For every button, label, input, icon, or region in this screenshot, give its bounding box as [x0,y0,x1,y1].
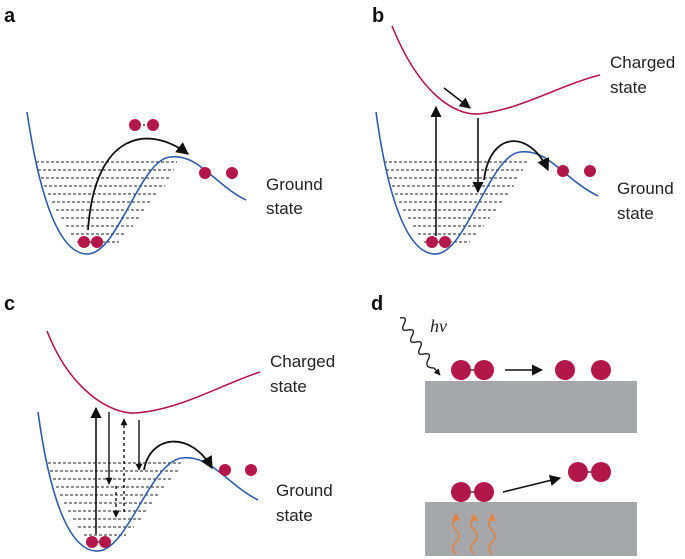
panel-d-surface-top [425,381,637,433]
panel-a-ground-label-1: Ground [266,175,323,194]
panel-d-photon-wave [399,316,441,376]
panel-c: c Charged state [4,293,335,552]
panel-a-ground-curve [26,111,247,255]
panel-b-charged-label-1: Charged [610,53,675,72]
panel-b-ground-label-1: Ground [617,179,674,198]
panel-a-dissociated-atoms [199,167,238,179]
panel-d-atoms-top [555,360,611,380]
panel-d-heat-arrows [452,513,496,555]
panel-c-energy-levels [48,462,183,536]
panel-b-charged-curve [391,25,601,115]
panel-d: d hν [371,293,637,556]
panel-b-ground-curve [375,111,599,255]
panel-a-hop-arrow [87,137,190,231]
panel-d-label: d [371,293,383,315]
panel-d-molecule-bottom [451,482,494,502]
panel-c-molecule-bound [86,536,111,548]
panel-b-molecule-bound [426,236,451,248]
panel-d-surface-bottom [425,502,637,556]
panel-b: b Charged state [372,5,675,255]
panel-d-molecule-desorbed [568,462,611,482]
panel-b-label: b [372,5,384,27]
panel-a-energy-levels [36,161,177,243]
panel-b-charged-label-2: state [610,78,647,97]
panel-a-molecule-bound [78,236,103,248]
panel-c-ground-curve [37,411,259,552]
panel-c-charged-label-1: Charged [270,352,335,371]
panel-b-energy-levels [384,161,527,243]
panel-c-ground-label-1: Ground [276,481,333,500]
panel-b-hop-arrow [483,140,550,181]
panel-d-bottom-desorption-arrow [502,474,562,493]
panel-a-ground-label-2: state [266,199,303,218]
panel-b-dissociated-atoms [557,165,596,177]
panel-c-hop-arrow [143,440,213,471]
panel-a: a Ground [4,5,323,255]
panel-b-ground-label-2: state [617,204,654,223]
panel-c-dissociated-atoms [219,464,257,476]
panel-b-relax-arrow [443,87,471,109]
panel-c-charged-curve [46,330,261,414]
panel-d-molecule-top [451,360,494,380]
panel-c-charged-label-2: state [270,377,307,396]
panel-a-molecule-transition [129,119,159,131]
panel-c-ground-label-2: state [276,506,313,525]
panel-a-label: a [4,5,16,27]
panel-c-label: c [4,293,15,315]
panel-d-hv-label: hν [430,316,447,336]
